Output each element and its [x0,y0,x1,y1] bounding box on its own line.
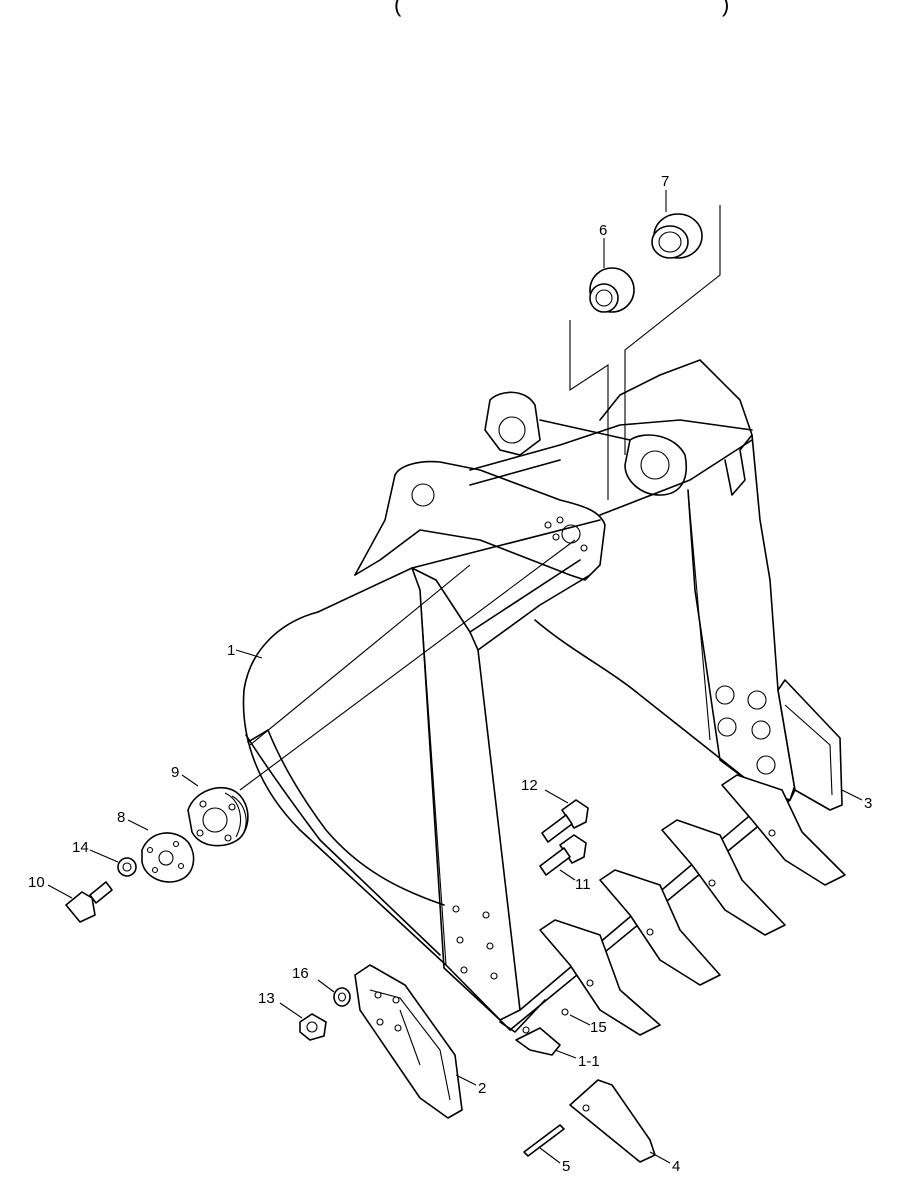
side-cutter-right [777,679,843,811]
bushing-6 [589,267,635,313]
callout-5: 5 [562,1158,570,1175]
header-bracket-left: ( [394,0,402,17]
bucket-body [242,359,801,1033]
washer-14 [117,857,137,877]
shim-stack-9 [187,786,249,847]
callout-2: 2 [478,1080,486,1097]
tooth-part-4 [569,1079,656,1163]
bolt-12 [541,799,589,843]
leader-lines [47,190,863,1164]
bushing-7 [651,213,703,259]
washer-16 [333,987,351,1007]
callout-13: 13 [258,990,275,1007]
bolt-10 [65,881,113,923]
bolt-11 [539,834,587,876]
callout-15: 15 [590,1019,607,1036]
callout-16: 16 [292,965,309,982]
callout-7: 7 [661,173,669,190]
callout-14: 14 [72,839,89,856]
callout-6: 6 [599,222,607,239]
side-cutter-left [354,964,463,1119]
callout-12: 12 [521,777,538,794]
callout-9: 9 [171,764,179,781]
callout-8: 8 [117,809,125,826]
header-bracket-right: ) [722,0,729,17]
callout-11: 11 [575,876,591,893]
callout-1-1: 1-1 [578,1053,600,1070]
pin-part-5 [523,1124,565,1157]
callout-10: 10 [28,874,45,891]
callout-4: 4 [672,1158,680,1175]
callout-3: 3 [864,795,872,812]
callout-1: 1 [227,642,235,659]
bucket-teeth [515,774,846,1056]
plate-8 [141,832,195,883]
nut-13 [299,1013,327,1041]
